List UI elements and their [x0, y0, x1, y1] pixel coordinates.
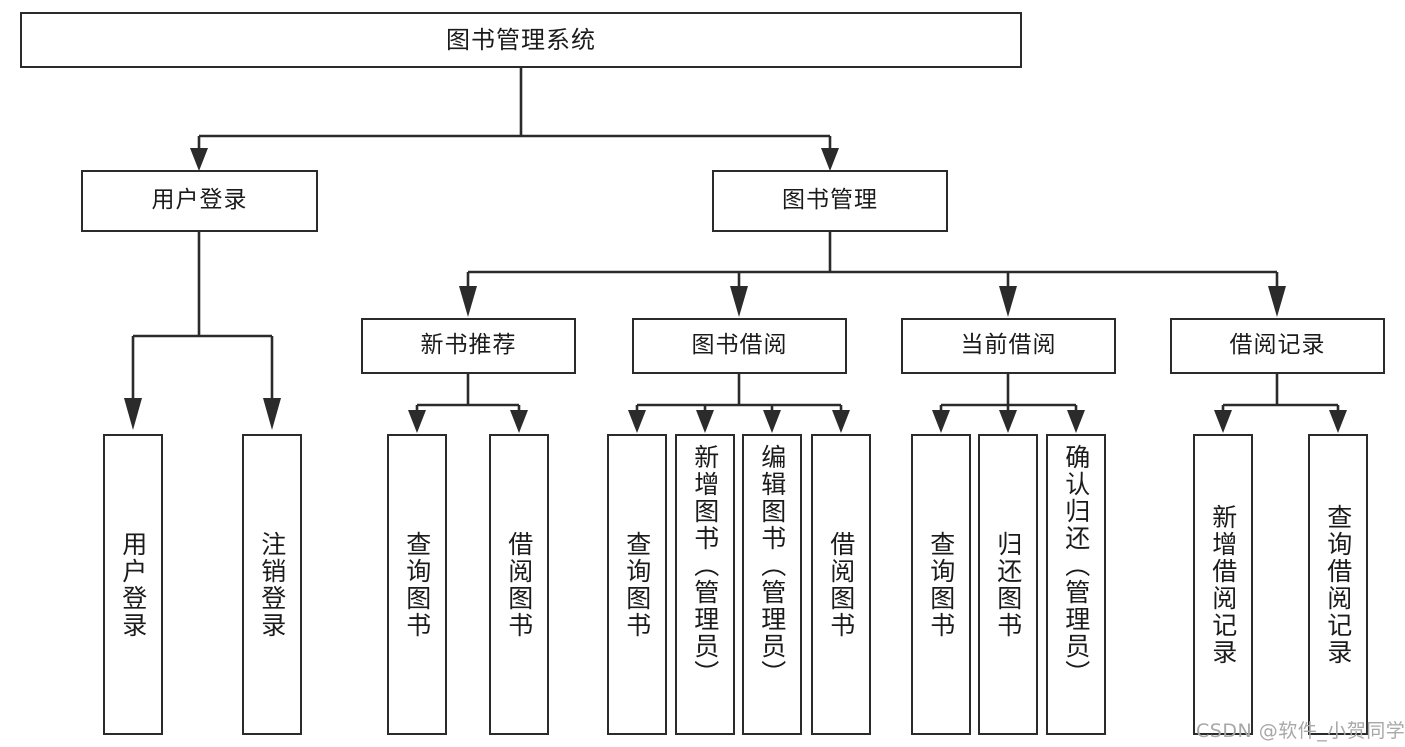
node-book-borrow-label: 图书借阅 [691, 332, 788, 359]
arrowhead-leaf-user-logout [263, 398, 281, 430]
arrowhead-leaf-query-record [1329, 410, 1347, 433]
arrowhead-book-borrow [730, 286, 748, 317]
node-leaf-query-record-label: 查询借阅记录 [1323, 503, 1353, 666]
node-leaf-query-book-1-label: 查询图书 [402, 530, 432, 639]
node-root-label: 图书管理系统 [446, 25, 596, 54]
node-leaf-confirm-return[interactable]: 确认归还（管理员） [1046, 434, 1106, 735]
node-leaf-add-book[interactable]: 新增图书（管理员） [675, 434, 735, 735]
node-leaf-user-logout-label: 注销登录 [257, 530, 287, 639]
node-leaf-return-book-label: 归还图书 [993, 530, 1023, 639]
node-leaf-query-book-2-label: 查询图书 [622, 530, 652, 639]
node-leaf-add-record-label: 新增借阅记录 [1208, 503, 1238, 666]
node-new-book-rec[interactable]: 新书推荐 [361, 318, 576, 374]
arrowhead-leaf-edit-book [763, 410, 781, 433]
node-new-book-rec-label: 新书推荐 [420, 332, 517, 359]
arrowhead-new-book-rec [459, 286, 477, 317]
node-borrow-record-label: 借阅记录 [1229, 332, 1326, 359]
node-leaf-edit-book-label: 编辑图书（管理员） [757, 444, 787, 687]
node-current-borrow-label: 当前借阅 [960, 332, 1057, 359]
arrowhead-book-manage [821, 148, 839, 171]
node-leaf-edit-book[interactable]: 编辑图书（管理员） [742, 434, 802, 735]
arrowhead-leaf-add-record [1214, 410, 1232, 433]
node-root[interactable]: 图书管理系统 [20, 12, 1022, 68]
node-leaf-borrow-book-1[interactable]: 借阅图书 [489, 434, 549, 735]
node-user-login-label: 用户登录 [151, 187, 248, 214]
node-leaf-add-book-label: 新增图书（管理员） [690, 444, 720, 687]
node-leaf-query-record[interactable]: 查询借阅记录 [1308, 434, 1368, 735]
node-book-borrow[interactable]: 图书借阅 [632, 318, 847, 374]
arrowhead-leaf-confirm-return [1067, 410, 1085, 433]
node-leaf-return-book[interactable]: 归还图书 [978, 434, 1038, 735]
arrowhead-leaf-query-book-1 [408, 410, 426, 433]
arrowhead-leaf-return-book [999, 410, 1017, 433]
node-leaf-query-book-3-label: 查询图书 [926, 530, 956, 639]
arrowhead-current-borrow [999, 286, 1017, 317]
arrowhead-leaf-query-book-2 [628, 410, 646, 433]
arrowhead-leaf-query-book-3 [932, 410, 950, 433]
node-leaf-user-logout[interactable]: 注销登录 [242, 434, 302, 735]
arrowhead-user-login [190, 148, 208, 171]
node-leaf-query-book-3[interactable]: 查询图书 [911, 434, 971, 735]
node-leaf-borrow-book-1-label: 借阅图书 [504, 530, 534, 639]
node-leaf-borrow-book-2-label: 借阅图书 [826, 530, 856, 639]
node-current-borrow[interactable]: 当前借阅 [901, 318, 1116, 374]
node-book-manage[interactable]: 图书管理 [712, 170, 948, 232]
arrowhead-leaf-add-book [696, 410, 714, 433]
node-leaf-confirm-return-label: 确认归还（管理员） [1061, 444, 1091, 687]
node-leaf-query-book-1[interactable]: 查询图书 [387, 434, 447, 735]
arrowhead-leaf-user-login [124, 398, 142, 430]
node-leaf-user-login[interactable]: 用户登录 [103, 434, 163, 735]
node-leaf-query-book-2[interactable]: 查询图书 [607, 434, 667, 735]
node-borrow-record[interactable]: 借阅记录 [1170, 318, 1385, 374]
csdn-watermark: CSDN @软件_小贺同学 [1196, 720, 1405, 742]
arrowhead-leaf-borrow-book-2 [832, 410, 850, 433]
node-book-manage-label: 图书管理 [782, 187, 878, 214]
arrowhead-leaf-borrow-book-1 [510, 410, 528, 433]
arrowhead-borrow-record [1268, 286, 1286, 317]
node-user-login[interactable]: 用户登录 [81, 170, 318, 232]
node-leaf-borrow-book-2[interactable]: 借阅图书 [811, 434, 871, 735]
node-leaf-add-record[interactable]: 新增借阅记录 [1193, 434, 1253, 735]
node-leaf-user-login-label: 用户登录 [118, 530, 148, 639]
